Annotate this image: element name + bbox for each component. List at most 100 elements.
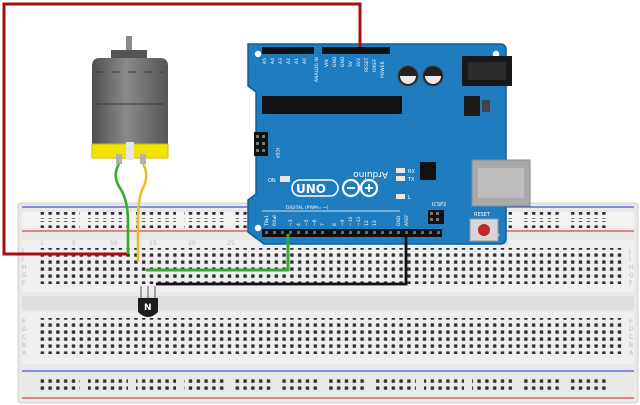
pin-label: GND bbox=[332, 56, 338, 67]
row-letter: B bbox=[629, 342, 633, 349]
rx-label: RX bbox=[408, 169, 415, 175]
row-letter: G bbox=[22, 272, 27, 279]
rail-holes-bottom bbox=[40, 377, 608, 393]
row-letter: D bbox=[629, 326, 634, 333]
l-label: L bbox=[408, 195, 411, 201]
terminal-holes-bottom bbox=[38, 318, 623, 354]
arduino-brand-text: Arduino bbox=[353, 169, 388, 179]
motor-terminal-center bbox=[126, 142, 134, 160]
capacitor-top bbox=[425, 76, 441, 84]
column-number: 10 bbox=[110, 240, 118, 247]
l-led bbox=[396, 194, 405, 199]
row-letter: D bbox=[22, 326, 27, 333]
row-letter: A bbox=[629, 350, 634, 357]
motor-lead-yellow bbox=[136, 163, 148, 262]
row-letter: H bbox=[629, 264, 634, 271]
center-channel bbox=[22, 296, 634, 310]
pin-label: ~11 bbox=[356, 216, 362, 226]
terminal-holes-top bbox=[38, 248, 623, 284]
pin-label: IOREF bbox=[372, 58, 378, 72]
row-letter: I bbox=[22, 256, 24, 263]
pin-label: A2 bbox=[286, 58, 292, 64]
row-letters-left: J I H G F E D C B A bbox=[21, 248, 27, 357]
analog-header[interactable] bbox=[262, 47, 314, 54]
pin-label: VIN bbox=[324, 59, 330, 67]
uno-logo-text: UNO bbox=[296, 182, 326, 196]
power-label: POWER bbox=[380, 61, 386, 78]
voltage-regulator bbox=[464, 96, 480, 116]
reset-label: RESET bbox=[474, 212, 491, 218]
capacitor-top bbox=[400, 76, 416, 84]
icsp-label: ICSP bbox=[274, 148, 280, 158]
usb-inner bbox=[478, 168, 524, 198]
pin-label: A5 bbox=[262, 58, 268, 64]
atmega-chip bbox=[262, 96, 402, 114]
digital-header-pins bbox=[265, 231, 440, 234]
pin-label: 7 bbox=[320, 223, 326, 226]
on-led bbox=[280, 176, 290, 182]
power-pin-labels: VIN GND GND 5V 3V3 RESET IOREF bbox=[324, 56, 378, 72]
pin-label: ~6 bbox=[312, 219, 318, 226]
wires bbox=[2, 2, 408, 286]
mounting-hole bbox=[492, 50, 500, 58]
arduino-pcb bbox=[247, 43, 507, 245]
mounting-hole bbox=[254, 224, 262, 232]
column-number: 1 bbox=[40, 240, 44, 247]
pin-label: ~9 bbox=[340, 219, 346, 226]
arduino-infinity-logo bbox=[341, 178, 379, 198]
digital-label: DIGITAL (PWM= ~) bbox=[286, 205, 329, 211]
regulator-tab bbox=[482, 100, 490, 112]
pin-label: ~3 bbox=[288, 219, 294, 226]
dc-jack-inner bbox=[468, 62, 506, 80]
rx-led bbox=[396, 168, 405, 173]
analog-in-label: ANALOG IN bbox=[314, 57, 320, 82]
row-letter: B bbox=[22, 342, 26, 349]
pin-label: A3 bbox=[278, 58, 284, 64]
transistor-label: N bbox=[144, 303, 152, 313]
pin-label: 8 bbox=[332, 223, 338, 226]
analog-pin-labels: A5 A4 A3 A2 A1 A0 bbox=[262, 58, 308, 64]
wire-red-5v bbox=[2, 2, 362, 256]
mounting-hole bbox=[254, 50, 262, 58]
digital-pin-labels: TX▸1 RX◂0 ~3 4 ~5 ~6 7 8 ~9 ~10 ~11 12 1… bbox=[264, 214, 410, 227]
motor-lead-green bbox=[114, 163, 130, 254]
wire-black-gnd bbox=[156, 234, 408, 286]
pin-label: RESET bbox=[364, 57, 370, 72]
row-letter: H bbox=[22, 264, 27, 271]
on-label: ON bbox=[268, 178, 276, 184]
npn-transistor: N bbox=[138, 286, 158, 317]
icsp2-pins bbox=[430, 212, 439, 221]
row-letter: J bbox=[628, 248, 631, 255]
wire-green-signal bbox=[146, 234, 290, 272]
tx-label: TX bbox=[407, 177, 415, 183]
pin-label: A1 bbox=[294, 58, 300, 64]
pin-label: GND bbox=[340, 56, 346, 67]
column-number: 20 bbox=[188, 240, 196, 247]
pin-label: GND bbox=[396, 215, 402, 226]
column-number: 25 bbox=[227, 240, 235, 247]
arduino-uno-board: A5 A4 A3 A2 A1 A0 ANALOG IN VIN GND GND … bbox=[247, 43, 531, 245]
motor-body bbox=[92, 58, 168, 144]
pin-label: 4 bbox=[296, 223, 302, 226]
motor-terminal-right bbox=[140, 154, 146, 164]
reset-button-cap[interactable] bbox=[478, 224, 490, 236]
row-letter: C bbox=[22, 334, 26, 341]
motor-bushing bbox=[111, 50, 147, 58]
uno-logo-frame bbox=[291, 179, 339, 197]
pin-label: 12 bbox=[364, 220, 370, 226]
row-letter: E bbox=[629, 318, 633, 325]
row-letter: G bbox=[629, 272, 634, 279]
tx-led bbox=[396, 176, 405, 181]
motor-shaft bbox=[126, 36, 132, 54]
pin-label: TX▸1 bbox=[264, 215, 270, 227]
row-letter: A bbox=[22, 350, 27, 357]
pin-label: 3V3 bbox=[356, 58, 362, 67]
pin-label: 13 bbox=[372, 220, 378, 226]
column-number: 5 bbox=[72, 240, 76, 247]
power-header[interactable] bbox=[322, 47, 390, 54]
row-letters-right: J I H G F E D C B A bbox=[628, 248, 634, 357]
row-letter: I bbox=[629, 256, 631, 263]
row-letter: F bbox=[22, 280, 26, 287]
